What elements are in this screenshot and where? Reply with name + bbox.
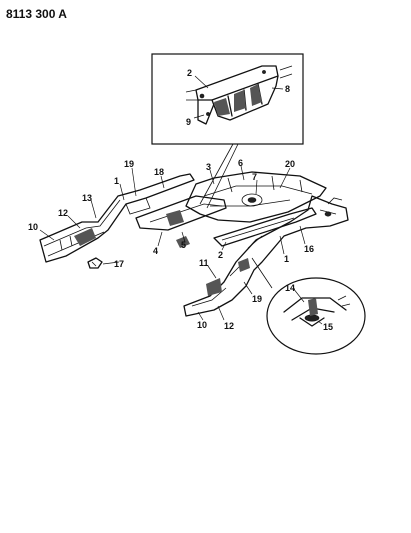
callout-5: 5: [181, 240, 186, 250]
callout-1-right: 1: [284, 254, 289, 264]
callout-12-bottom: 12: [224, 321, 234, 331]
callout-17: 17: [114, 259, 124, 269]
callout-12-left: 12: [58, 208, 68, 218]
callout-15: 15: [323, 322, 333, 332]
crossmember-bracket-drawing: [185, 65, 293, 125]
detail-pointer-line-left: [199, 143, 234, 205]
callout-19-top: 19: [124, 159, 134, 169]
rear-floor-pan: [185, 171, 327, 223]
callout-19-bottom: 19: [252, 294, 262, 304]
callout-13: 13: [82, 193, 92, 203]
front-crossmember: [135, 195, 227, 231]
callout-18: 18: [154, 167, 164, 177]
detail-box-top: [151, 53, 304, 145]
callout-16: 16: [304, 244, 314, 254]
callout-8: 8: [285, 84, 290, 94]
callout-11: 11: [199, 258, 209, 268]
bracket-17: [87, 257, 103, 269]
rear-crossmember: [213, 207, 317, 247]
drawing-code: 8113 300 A: [6, 7, 67, 21]
detail-inset-circle: 14 15: [266, 277, 366, 355]
callout-10-bottom: 10: [197, 320, 207, 330]
callout-2-top: 2: [187, 68, 192, 78]
callout-3: 3: [206, 162, 211, 172]
rear-frame-assembly: [39, 171, 349, 317]
callout-4: 4: [153, 246, 158, 256]
callout-1-left: 1: [114, 176, 119, 186]
callout-2-frame: 2: [218, 250, 223, 260]
callout-7: 7: [252, 172, 257, 182]
callout-10-left: 10: [28, 222, 38, 232]
detail-inset-top: 2 8 9: [151, 53, 304, 145]
callout-numbers: 19 18 1 3 6 7 20 13 12 10 4 5 2 17 1 16 …: [28, 158, 314, 331]
left-frame-rail: [39, 173, 195, 263]
callout-9: 9: [186, 117, 191, 127]
callout-leaders: [39, 165, 306, 321]
callout-14: 14: [285, 283, 295, 293]
detail-circle-pointer: [251, 257, 273, 289]
callout-20: 20: [285, 159, 295, 169]
callout-6: 6: [238, 158, 243, 168]
